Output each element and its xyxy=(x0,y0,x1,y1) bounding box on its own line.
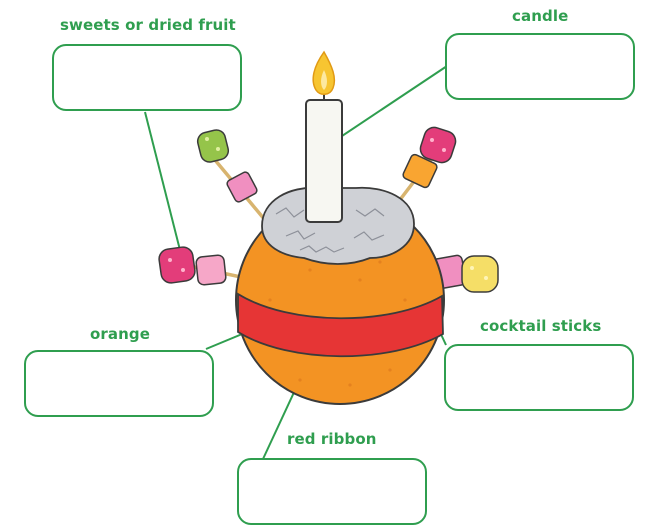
answer-box-sweets[interactable] xyxy=(52,44,242,111)
candle xyxy=(305,50,343,223)
pointer-line-candle xyxy=(323,65,448,149)
label-orange: orange xyxy=(90,325,151,343)
pointer-line-sweets xyxy=(144,111,183,259)
label-red-ribbon: red ribbon xyxy=(287,430,377,448)
answer-box-cocktail-sticks[interactable] xyxy=(444,344,634,411)
answer-box-candle[interactable] xyxy=(445,33,635,100)
label-cocktail-sticks: cocktail sticks xyxy=(480,317,602,335)
label-candle: candle xyxy=(512,7,569,25)
red-ribbon-band xyxy=(237,292,444,358)
label-sweets: sweets or dried fruit xyxy=(60,16,236,34)
answer-box-orange[interactable] xyxy=(24,350,214,417)
answer-box-red-ribbon[interactable] xyxy=(237,458,427,525)
